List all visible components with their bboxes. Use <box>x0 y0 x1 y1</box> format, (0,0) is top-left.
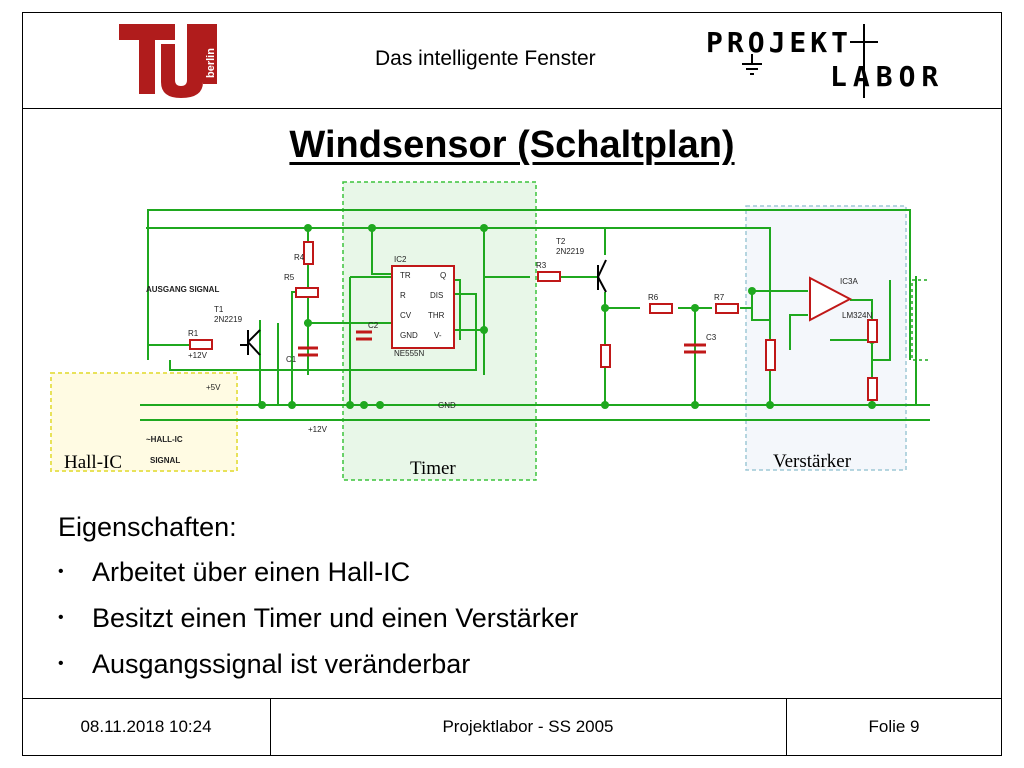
label-pin-tr: TR <box>400 271 411 280</box>
label-c3: C3 <box>706 333 717 342</box>
label-t2: T2 <box>556 237 566 246</box>
label-r3: R3 <box>536 261 547 270</box>
label-lm324: LM324N <box>842 311 872 320</box>
list-item: • Besitzt einen Timer und einen Verstärke… <box>58 601 578 635</box>
label-ne555: NE555N <box>394 349 424 358</box>
label-r5: R5 <box>284 273 295 282</box>
slide-frame <box>22 12 1002 756</box>
footer-separator <box>786 698 787 756</box>
label-pin-gnd: GND <box>400 331 418 340</box>
capacitors <box>298 330 706 357</box>
label-c1: C1 <box>286 355 297 364</box>
region-label-timer: Timer <box>410 458 456 479</box>
properties-section: Eigenschaften: • Arbeitet über einen Hall… <box>58 512 578 681</box>
property-text: Ausgangssignal ist veränderbar <box>92 649 471 679</box>
bullet-icon: • <box>58 655 64 672</box>
label-r7: R7 <box>714 293 725 302</box>
label-12v-b: +12V <box>308 425 328 434</box>
label-pin-r: R <box>400 291 406 300</box>
connector-block <box>911 279 930 361</box>
resistor-r6 <box>649 303 673 314</box>
tu-logo-berlin-text: berlin <box>205 48 217 78</box>
projektlabor-logo: PROJEKT LABOR <box>706 24 944 98</box>
label-t1: T1 <box>214 305 224 314</box>
potentiometer-r5 <box>295 287 319 298</box>
bullet-icon: • <box>58 563 64 580</box>
label-pin-dis: DIS <box>430 291 443 300</box>
resistor-r9a <box>867 319 878 343</box>
label-ic2: IC2 <box>394 255 407 264</box>
label-r6: R6 <box>648 293 659 302</box>
property-text: Besitzt einen Timer und einen Verstärker <box>92 603 579 633</box>
region-verstaerker <box>745 205 907 471</box>
label-c2: C2 <box>368 321 379 330</box>
projektlabor-line1: PROJEKT <box>706 26 852 59</box>
resistor-r9b <box>867 377 878 401</box>
bullet-icon: • <box>58 609 64 626</box>
opamp-lm324 <box>809 276 853 322</box>
tu-berlin-logo: berlin <box>119 24 217 98</box>
footer-separator <box>270 698 271 756</box>
label-12v-a: +12V <box>188 351 208 360</box>
label-pin-v: V- <box>434 331 442 340</box>
footer-course: Projektlabor - SS 2005 <box>442 717 614 736</box>
label-r1: R1 <box>188 329 199 338</box>
supply-rails <box>140 404 930 421</box>
resistor-r3 <box>537 271 561 282</box>
label-hall-ic-signal-2: SIGNAL <box>150 456 180 465</box>
resistor-r7 <box>715 303 739 314</box>
windsensor-schematic: AUSGANG SIGNAL T1 2N2219 R1 +12V +5V GND… <box>50 181 930 481</box>
label-ic3a: IC3A <box>840 277 858 286</box>
ic-ne555 <box>391 265 455 349</box>
header-title: Das intelligente Fenster <box>375 47 596 70</box>
transistor-symbol-icon <box>850 24 878 98</box>
label-gnd: GND <box>438 401 456 410</box>
list-item: • Arbeitet über einen Hall-IC <box>58 555 578 589</box>
slide-title: Windsensor (Schaltplan) <box>289 124 735 166</box>
label-pin-cv: CV <box>400 311 412 320</box>
properties-list: • Arbeitet über einen Hall-IC • Besitzt ei… <box>58 555 578 681</box>
label-5v: +5V <box>206 383 221 392</box>
junction-dots <box>258 224 876 409</box>
resistor-r4 <box>303 241 314 265</box>
ground-symbol-icon <box>742 54 762 75</box>
transistor-t2 <box>597 259 607 293</box>
resistor-r1 <box>189 339 213 350</box>
region-label-verstaerker: Verstärker <box>773 451 852 472</box>
resistor-r8 <box>600 344 611 368</box>
components <box>189 241 878 401</box>
region-label-hall-ic: Hall-IC <box>64 452 123 473</box>
footer-date: 08.11.2018 10:24 <box>80 717 212 736</box>
property-text: Arbeitet über einen Hall-IC <box>92 557 411 587</box>
label-t1-type: 2N2219 <box>214 315 243 324</box>
potentiometer-r10 <box>765 339 776 371</box>
label-ausgang-signal: AUSGANG SIGNAL <box>146 285 219 294</box>
label-pin-thr: THR <box>428 311 445 320</box>
label-hall-ic-signal-1: ~HALL-IC <box>146 435 183 444</box>
footer-slide-number: Folie 9 <box>868 717 920 736</box>
transistor-t1 <box>240 329 261 356</box>
region-hall-ic <box>50 372 238 472</box>
label-t2-type: 2N2219 <box>556 247 585 256</box>
list-item: • Ausgangssignal ist veränderbar <box>58 647 578 681</box>
label-r4: R4 <box>294 253 305 262</box>
footer-divider <box>22 698 1002 699</box>
projektlabor-line2: LABOR <box>830 60 944 93</box>
properties-heading: Eigenschaften: <box>58 512 237 542</box>
header-divider <box>22 108 1002 109</box>
label-pin-q: Q <box>440 271 446 280</box>
